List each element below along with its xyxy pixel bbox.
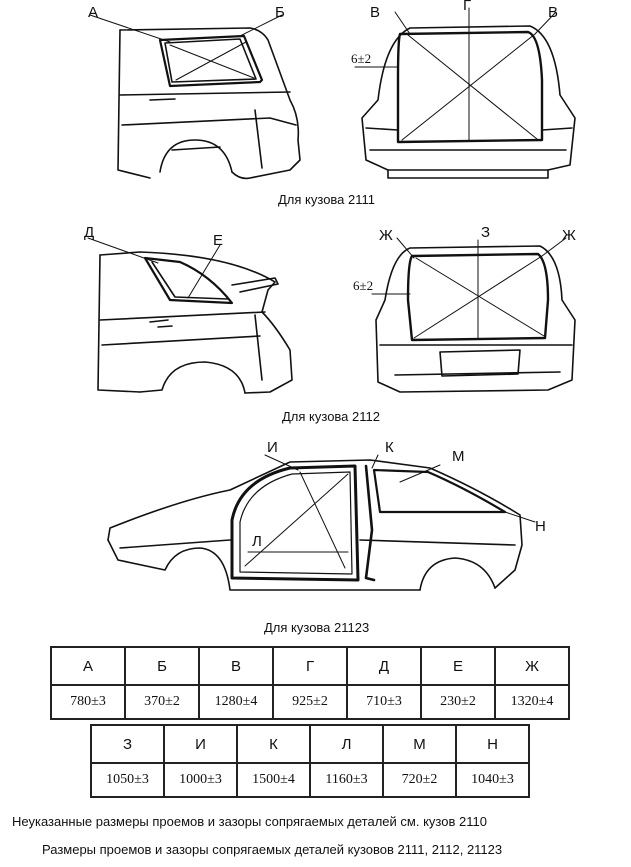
header-e: Е (420, 646, 496, 686)
caption-2111: Для кузова 2111 (278, 192, 376, 207)
header-zh: Ж (494, 646, 570, 686)
caption-21123: Для кузова 21123 (264, 620, 370, 635)
value-i: 1000±3 (163, 762, 238, 798)
label-v-right: В (548, 4, 558, 21)
label-zh-right: Ж (562, 227, 576, 244)
value-d: 710±3 (346, 684, 422, 720)
dimensions-table-row2: З И К Л М Н 1050±3 1000±3 1500±4 1160±3 … (90, 724, 530, 798)
value-zh: 1320±4 (494, 684, 570, 720)
label-d: Д (84, 224, 94, 241)
label-e: Е (213, 232, 223, 249)
header-l: Л (309, 724, 384, 764)
note-dimensions: Размеры проемов и зазоры сопрягаемых дет… (42, 842, 503, 857)
value-k: 1500±4 (236, 762, 311, 798)
header-g: Г (272, 646, 348, 686)
label-k: К (385, 439, 394, 456)
note-unspecified: Неуказанные размеры проемов и зазоры соп… (12, 814, 487, 829)
label-l: Л (252, 533, 262, 550)
dimension-note-2112: 6±2 (353, 278, 373, 293)
hatchback-rear-drawing (371, 237, 576, 393)
header-m: М (382, 724, 457, 764)
value-z: 1050±3 (90, 762, 165, 798)
coupe-side-drawing (107, 454, 536, 591)
label-z: З (481, 224, 490, 241)
header-a: А (50, 646, 126, 686)
dimensions-table-row1: А Б В Г Д Е Ж 780±3 370±2 1280±4 925±2 7… (50, 646, 570, 720)
label-v-left: В (370, 4, 380, 21)
value-m: 720±2 (382, 762, 457, 798)
value-n: 1040±3 (455, 762, 530, 798)
header-z: З (90, 724, 165, 764)
header-k: К (236, 724, 311, 764)
header-d: Д (346, 646, 422, 686)
value-e: 230±2 (420, 684, 496, 720)
dimension-note-2111: 6±2 (351, 51, 371, 66)
value-l: 1160±3 (309, 762, 384, 798)
value-v: 1280±4 (198, 684, 274, 720)
hatchback-side-drawing (87, 237, 293, 394)
value-a: 780±3 (50, 684, 126, 720)
header-i: И (163, 724, 238, 764)
value-b: 370±2 (124, 684, 200, 720)
label-b: Б (275, 4, 285, 21)
label-zh-left: Ж (379, 227, 393, 244)
header-n: Н (455, 724, 530, 764)
wagon-side-drawing (89, 14, 301, 180)
value-g: 925±2 (272, 684, 348, 720)
header-b: Б (124, 646, 200, 686)
wagon-rear-drawing (354, 7, 576, 179)
label-n: Н (535, 518, 546, 535)
label-i: И (267, 439, 278, 456)
label-g: Г (463, 0, 471, 14)
label-m: М (452, 448, 465, 465)
caption-2112: Для кузова 2112 (282, 409, 380, 424)
header-v: В (198, 646, 274, 686)
body-diagrams: А Б В Г В 6±2 Д Е Ж З Ж 6±2 И К М Н Л (84, 0, 576, 591)
label-a: А (88, 4, 98, 21)
